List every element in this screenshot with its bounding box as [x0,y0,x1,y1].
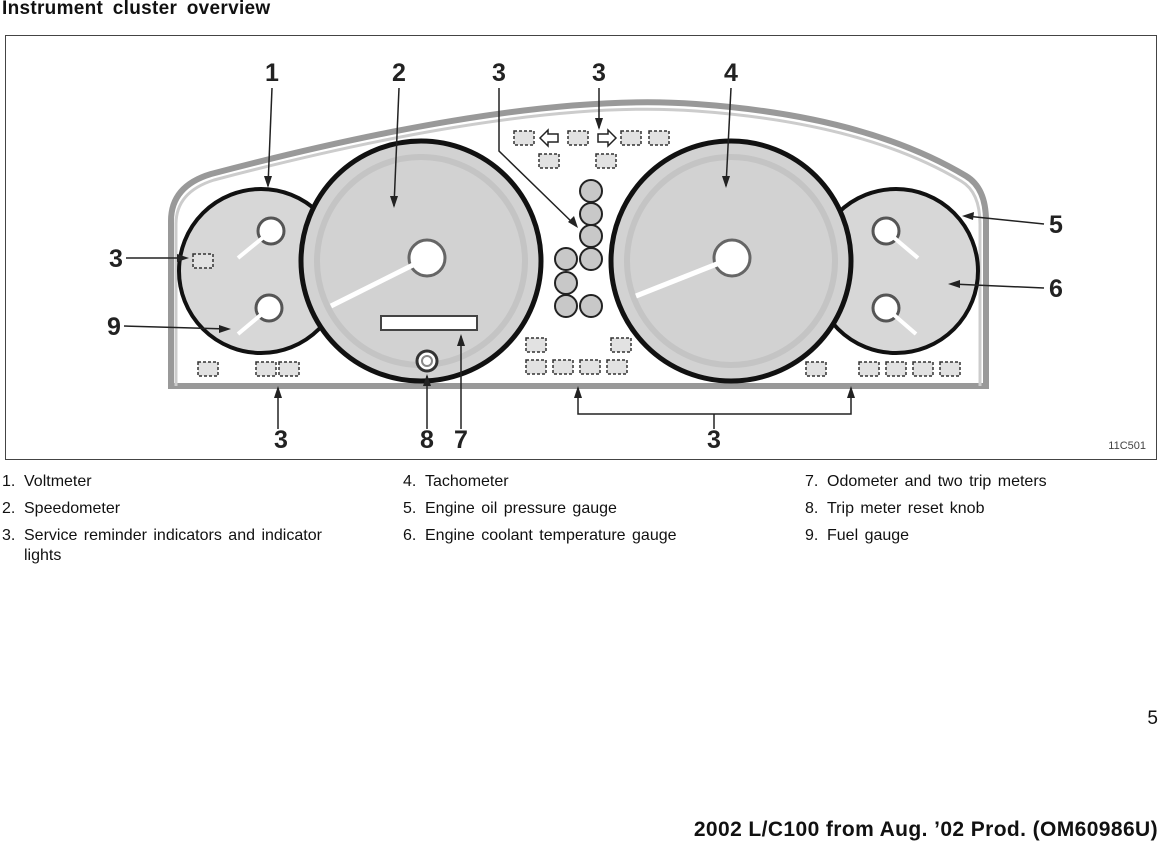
callout-label: 4 [724,59,738,87]
legend-item: 5. Engine oil pressure gauge [403,499,763,519]
figure-code: 11C501 [1108,440,1146,452]
callout-label: 8 [420,426,434,454]
legend-item: 8. Trip meter reset knob [805,499,1145,519]
legend-column-1: 1. Voltmeter 2. Speedometer 3. Service remi… [2,472,322,573]
trip-reset-knob [415,349,439,373]
indicator-light-boxes [192,130,961,377]
legend-text: Trip meter reset knob [827,500,985,517]
instrument-cluster-figure: 1 2 3 3 3 4 3 9 5 6 3 8 7 11C501 [5,35,1157,460]
legend-text: Odometer and two trip meters [827,473,1047,490]
left-subcluster-gauge [177,187,345,355]
legend-text: Speedometer [24,500,121,517]
callout-label: 1 [265,59,279,87]
legend-item: 3. Service reminder indicators and indica… [2,526,322,566]
legend-number: 7. [805,473,819,490]
callout-label: 2 [392,59,406,87]
legend-text: Tachometer [425,473,509,490]
legend-number: 9. [805,527,819,544]
legend-text: Engine coolant temperature gauge [425,527,677,544]
legend-number: 6. [403,527,417,544]
cluster-housing [168,99,989,389]
legend-number: 3. [2,527,16,544]
page-title: Instrument cluster overview [2,0,271,19]
legend-item: 7. Odometer and two trip meters [805,472,1145,492]
callout-label: 3 [109,245,123,273]
callout-label: 9 [107,313,121,341]
legend-item: 2. Speedometer [2,499,322,519]
left-turn-arrow-icon [538,128,559,148]
page-number: 5 [1147,708,1158,729]
legend-item: 1. Voltmeter [2,472,322,492]
legend-text: Fuel gauge [827,527,910,544]
callout-arrowheads [177,118,974,398]
legend-column-2: 4. Tachometer 5. Engine oil pressure gauge… [403,472,763,553]
callout-label: 3 [274,426,288,454]
legend-text: Engine oil pressure gauge [425,500,617,517]
callout-label: 6 [1049,275,1063,303]
legend-number: 2. [2,500,16,517]
tachometer-gauge [608,138,854,384]
legend-number: 1. [2,473,16,490]
speedometer-gauge [298,138,544,384]
callout-label: 7 [454,426,468,454]
legend-item: 9. Fuel gauge [805,526,1145,546]
document-footer: 2002 L/C100 from Aug. ’02 Prod. (OM60986… [693,818,1158,841]
center-warning-lamps [554,179,603,318]
odometer-display [380,315,478,331]
legend-number: 4. [403,473,417,490]
legend-item: 6. Engine coolant temperature gauge [403,526,763,546]
callout-label: 3 [592,59,606,87]
legend-text: Service reminder indicators and indicato… [24,527,322,564]
legend-column-3: 7. Odometer and two trip meters 8. Trip me… [805,472,1145,553]
legend-number: 8. [805,500,819,517]
legend-number: 5. [403,500,417,517]
instrument-cluster-diagram: 1 2 3 3 3 4 3 9 5 6 3 8 7 [107,59,1063,454]
legend-item: 4. Tachometer [403,472,763,492]
callout-label: 5 [1049,211,1063,239]
callout-label: 3 [492,59,506,87]
callout-leader-lines [123,87,1045,429]
right-turn-arrow-icon [597,128,618,148]
legend-text: Voltmeter [24,473,92,490]
callout-label: 3 [707,426,721,454]
